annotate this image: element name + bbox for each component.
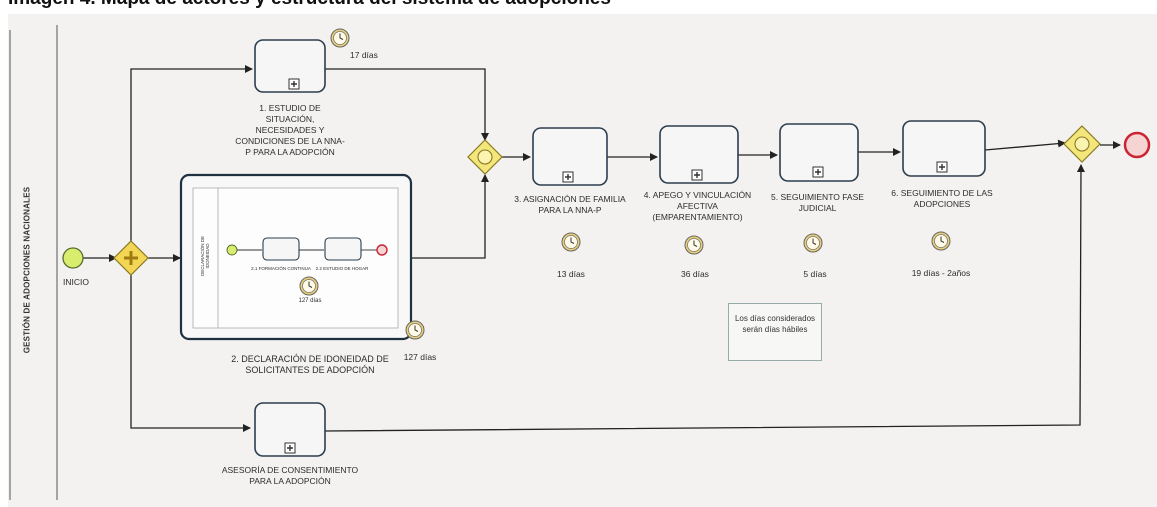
subtask-label: 2.2 ESTUDIO DE HOGAR xyxy=(315,266,369,271)
timer-icon xyxy=(330,28,350,48)
task-label: 3. ASIGNACIÓN DE FAMILIA PARA LA NNA-P xyxy=(514,194,626,215)
start-event xyxy=(62,247,84,269)
inclusive-gateway xyxy=(1063,125,1101,163)
start-label: INICIO xyxy=(63,277,89,287)
task-label: ASESORÍA DE CONSENTIMIENTO PARA LA ADOPC… xyxy=(221,465,359,486)
subprocess-lane-label: DECLARACIÓN DE IDONEIDAD xyxy=(200,236,210,277)
task-box xyxy=(254,402,326,457)
figure-title: Imagen 4. Mapa de actores y estructura d… xyxy=(8,0,611,10)
task-label: 2. DECLARACIÓN DE IDONEIDAD DE SOLICITAN… xyxy=(231,354,389,375)
sequence-flows xyxy=(79,65,1121,432)
task-box xyxy=(254,39,326,93)
timer-icon xyxy=(684,235,704,255)
task-label: 5. SEGUIMIENTO FASE JUDICIAL xyxy=(771,192,864,213)
timer-icon xyxy=(803,233,823,253)
task-box xyxy=(659,125,739,184)
duration-label: 19 días - 2años xyxy=(911,268,971,278)
task-label: 4. APEGO Y VINCULACIÓN AFECTIVA (EMPAREN… xyxy=(643,190,752,222)
timer-icon xyxy=(405,320,425,340)
subprocess-duration: 127 días xyxy=(298,298,322,304)
duration-label: 17 días xyxy=(350,50,378,60)
parallel-gateway xyxy=(113,240,149,276)
task-box xyxy=(902,120,986,177)
inclusive-gateway xyxy=(467,139,503,175)
task-label: 6. SEGUIMIENTO DE LAS ADOPCIONES xyxy=(891,188,993,209)
task-box xyxy=(532,127,608,186)
pool-border xyxy=(9,25,58,500)
timer-icon xyxy=(299,276,319,296)
text-annotation: Los días considerados serán días hábiles xyxy=(728,303,822,361)
task-box xyxy=(779,123,859,182)
timer-icon xyxy=(931,231,951,251)
duration-label: 127 días xyxy=(403,352,437,362)
duration-label: 36 días xyxy=(681,269,709,279)
end-event xyxy=(1123,131,1151,159)
duration-label: 13 días xyxy=(557,269,585,279)
task-label: 1. ESTUDIO DE SITUACIÓN, NECESIDADES Y C… xyxy=(235,103,345,157)
subprocess-box xyxy=(179,173,413,341)
timer-icon xyxy=(561,232,581,252)
duration-label: 5 días xyxy=(803,269,827,279)
subtask-label: 2.1 FORMACIÓN CONTINUA xyxy=(251,266,311,271)
